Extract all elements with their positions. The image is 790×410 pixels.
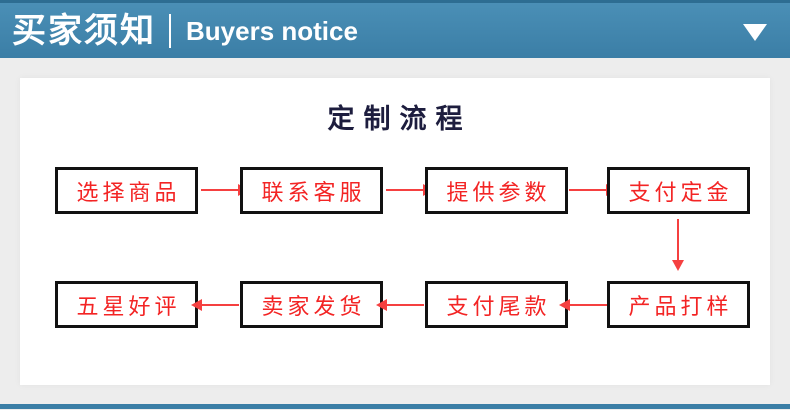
header-banner: 买家须知 Buyers notice bbox=[0, 0, 790, 58]
header-divider bbox=[169, 13, 171, 48]
arrow-right-icon bbox=[201, 184, 249, 196]
flow-step-pay-deposit: 支付定金 bbox=[607, 167, 750, 214]
flow-step-five-star-review: 五星好评 bbox=[55, 281, 198, 328]
triangle-down-icon bbox=[743, 24, 767, 41]
arrow-right-icon bbox=[569, 184, 617, 196]
bottom-accent-line bbox=[0, 404, 790, 409]
flow-step-product-sample: 产品打样 bbox=[607, 281, 750, 328]
flow-title: 定制流程 bbox=[327, 104, 472, 134]
flow-step-pay-balance: 支付尾款 bbox=[425, 281, 568, 328]
arrow-left-icon bbox=[376, 299, 424, 311]
header-title-cn: 买家须知 bbox=[12, 11, 156, 50]
flow-step-select-product: 选择商品 bbox=[55, 167, 198, 214]
arrow-left-icon bbox=[191, 299, 239, 311]
arrow-down-icon bbox=[672, 219, 684, 271]
flow-step-seller-ships: 卖家发货 bbox=[240, 281, 383, 328]
arrow-right-icon bbox=[386, 184, 434, 196]
header-title-en: Buyers notice bbox=[186, 15, 358, 46]
flow-step-provide-params: 提供参数 bbox=[425, 167, 568, 214]
content-panel: 定制流程 选择商品 联系客服 提供参数 支付定金 五星好评 卖家发货 支付尾款 … bbox=[20, 78, 770, 385]
arrow-left-icon bbox=[559, 299, 607, 311]
flow-step-contact-service: 联系客服 bbox=[240, 167, 383, 214]
